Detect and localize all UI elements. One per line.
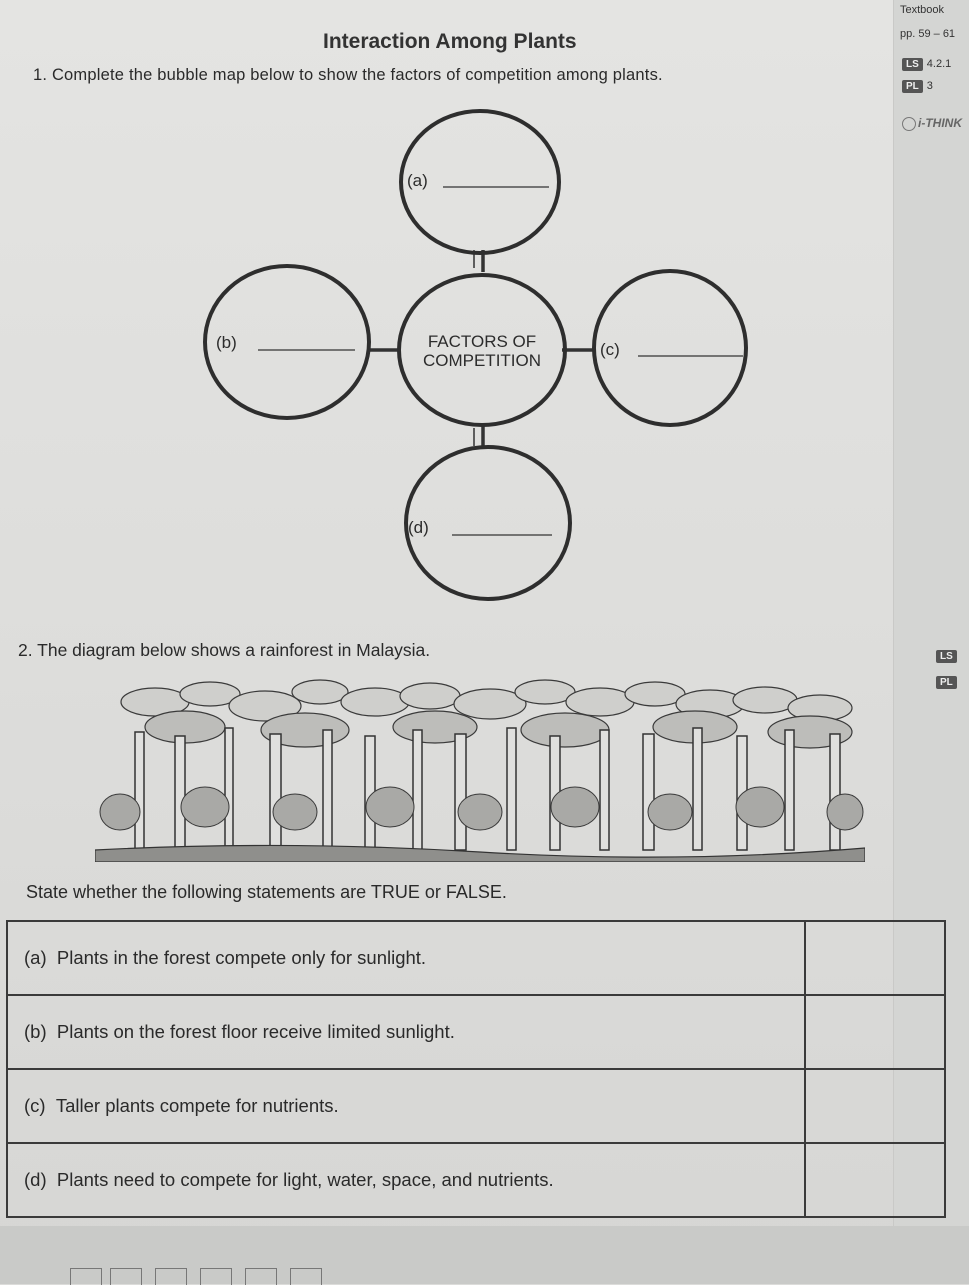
bubble-c xyxy=(592,269,748,427)
q2-pl-badge: PL xyxy=(936,676,957,689)
bubble-map: FACTORS OF COMPETITION (a) (b) (c) (d) xyxy=(203,109,748,601)
tree-trunks xyxy=(134,727,841,851)
q2-pl-badge-wrap: PL xyxy=(936,676,961,689)
statement-text: Plants in the forest compete only for su… xyxy=(56,947,427,968)
question-2-text: 2. The diagram below shows a rainforest … xyxy=(18,640,431,660)
table-row: (c) Taller plants compete for nutrients. xyxy=(6,1068,946,1144)
answer-cell[interactable] xyxy=(804,994,946,1070)
page-title: Interaction Among Plants xyxy=(323,30,577,53)
bubble-c-label: (c) xyxy=(600,340,620,359)
i-think-text: i-THINK xyxy=(918,116,962,130)
i-think-icon xyxy=(902,116,916,131)
ls-value: 4.2.1 xyxy=(926,58,952,70)
statement-label: (d) xyxy=(24,1169,47,1190)
i-think-label: i-THINK xyxy=(902,116,962,131)
table-row: (b) Plants on the forest floor receive l… xyxy=(6,994,946,1070)
center-label-line2: COMPETITION xyxy=(423,351,541,370)
rating-step xyxy=(245,1268,277,1285)
bubble-a xyxy=(399,109,561,255)
pl-value: 3 xyxy=(926,80,933,92)
rating-step xyxy=(155,1268,187,1285)
statement-label: (c) xyxy=(24,1095,46,1116)
q2-ls-badge: LS xyxy=(936,650,957,663)
q2-ls-badge-wrap: LS xyxy=(936,650,961,663)
textbook-label: Textbook xyxy=(900,4,945,16)
true-false-table: (a) Plants in the forest compete only fo… xyxy=(6,920,946,1218)
statement-cell: (a) Plants in the forest compete only fo… xyxy=(6,920,806,996)
page-bottom xyxy=(0,1226,969,1284)
statement-text: Plants need to compete for light, water,… xyxy=(56,1169,554,1190)
rating-step xyxy=(110,1268,142,1285)
table-row: (a) Plants in the forest compete only fo… xyxy=(6,920,946,996)
instruction-text: State whether the following statements a… xyxy=(26,882,507,902)
rating-step xyxy=(290,1268,322,1285)
statement-text: Plants on the forest floor receive limit… xyxy=(56,1021,455,1042)
rainforest-illustration xyxy=(95,679,865,862)
answer-cell[interactable] xyxy=(804,1068,946,1144)
bubble-d-label: (d) xyxy=(408,518,429,537)
question-1-text: 1. Complete the bubble map below to show… xyxy=(33,66,663,84)
statement-cell: (c) Taller plants compete for nutrients. xyxy=(6,1068,806,1144)
bubble-b-label: (b) xyxy=(216,333,237,352)
rating-step xyxy=(200,1268,232,1285)
statement-label: (a) xyxy=(24,947,47,968)
center-label-line1: FACTORS OF xyxy=(428,332,536,351)
bubble-b xyxy=(203,264,371,420)
statement-cell: (b) Plants on the forest floor receive l… xyxy=(6,994,806,1070)
table-row: (d) Plants need to compete for light, wa… xyxy=(6,1142,946,1218)
ls-badge: LS xyxy=(902,58,923,71)
rating-step xyxy=(70,1268,102,1285)
answer-cell[interactable] xyxy=(804,1142,946,1218)
forest-canopy xyxy=(120,679,853,749)
bubble-a-label: (a) xyxy=(407,171,428,190)
statement-label: (b) xyxy=(24,1021,47,1042)
bubble-d xyxy=(404,445,572,601)
textbook-pages: pp. 59 – 61 xyxy=(900,28,956,40)
forest-floor xyxy=(95,844,865,862)
statement-text: Taller plants compete for nutrients. xyxy=(55,1095,339,1116)
bubble-center xyxy=(397,273,567,427)
understory xyxy=(99,786,864,831)
pl-badge: PL xyxy=(902,80,923,93)
statement-cell: (d) Plants need to compete for light, wa… xyxy=(6,1142,806,1218)
answer-cell[interactable] xyxy=(804,920,946,996)
